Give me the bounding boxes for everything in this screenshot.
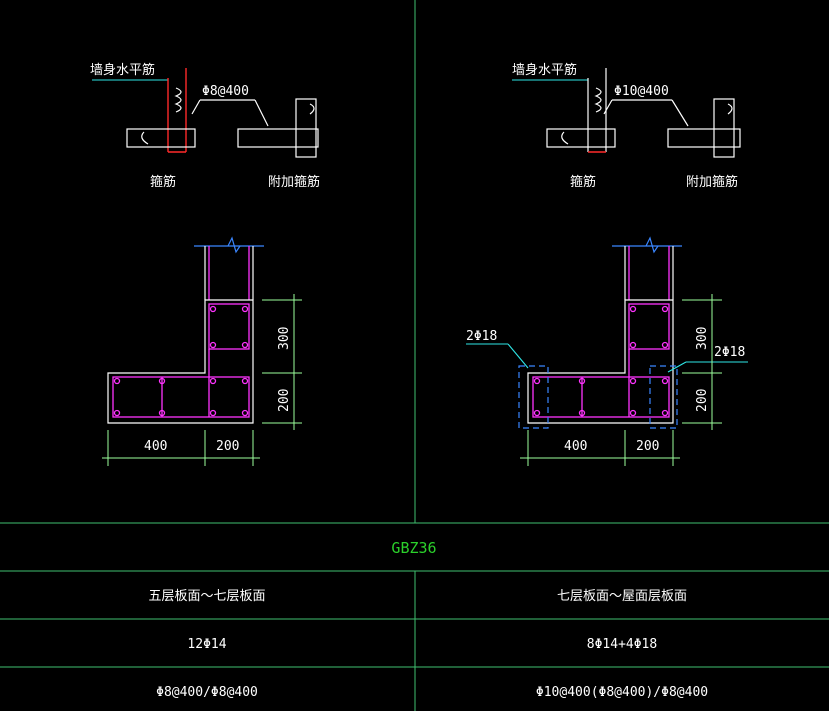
table-title: GBZ36 — [391, 539, 436, 557]
left-tie-label: Φ8@400 — [202, 84, 249, 99]
left-dim-bottom-2: 200 — [216, 439, 239, 454]
right-extra-stirrup-label: 附加箍筋 — [686, 174, 738, 190]
table-row-2-right: 8Φ14+4Φ18 — [587, 637, 657, 652]
right-section: 2Φ18 2Φ18 400 200 300 200 — [466, 236, 748, 466]
table-row-2-left: 12Φ14 — [187, 637, 226, 652]
right-dim-bottom-1: 400 — [564, 439, 587, 454]
table-row-1-right: 七层板面～屋面层板面 — [557, 589, 687, 604]
table-row-1-left: 五层板面～七层板面 — [148, 589, 265, 604]
wall-horizontal-label: 墙身水平筋 — [90, 62, 155, 78]
right-callout-right: 2Φ18 — [714, 345, 745, 360]
left-dim-side-2: 200 — [277, 389, 292, 412]
right-callout-left: 2Φ18 — [466, 329, 497, 344]
left-stirrup-label: 箍筋 — [150, 174, 176, 190]
table-row-3-right: Φ10@400(Φ8@400)/Φ8@400 — [536, 685, 708, 700]
left-extra-stirrup-label: 附加箍筋 — [268, 174, 320, 190]
right-dim-bottom-2: 200 — [636, 439, 659, 454]
schedule-table: GBZ36 五层板面～七层板面 七层板面～屋面层板面 12Φ14 8Φ14+4Φ… — [148, 539, 708, 700]
right-tie-label: Φ10@400 — [614, 84, 669, 99]
left-dim-side-1: 300 — [277, 327, 292, 350]
table-row-3-left: Φ8@400/Φ8@400 — [156, 685, 258, 700]
wall-horizontal-label-right: 墙身水平筋 — [512, 62, 577, 78]
right-stirrup-label: 箍筋 — [570, 174, 596, 190]
left-dim-bottom-1: 400 — [144, 439, 167, 454]
right-stirrup-detail: 墙身水平筋 Φ10@400 箍筋 附加箍筋 — [512, 62, 741, 190]
left-stirrup-detail: 墙身水平筋 Φ8@400 箍筋 附加箍筋 — [90, 62, 320, 190]
right-dim-side-2: 200 — [695, 389, 710, 412]
right-dim-side-1: 300 — [695, 327, 710, 350]
left-section: 400 200 300 200 — [102, 236, 302, 466]
